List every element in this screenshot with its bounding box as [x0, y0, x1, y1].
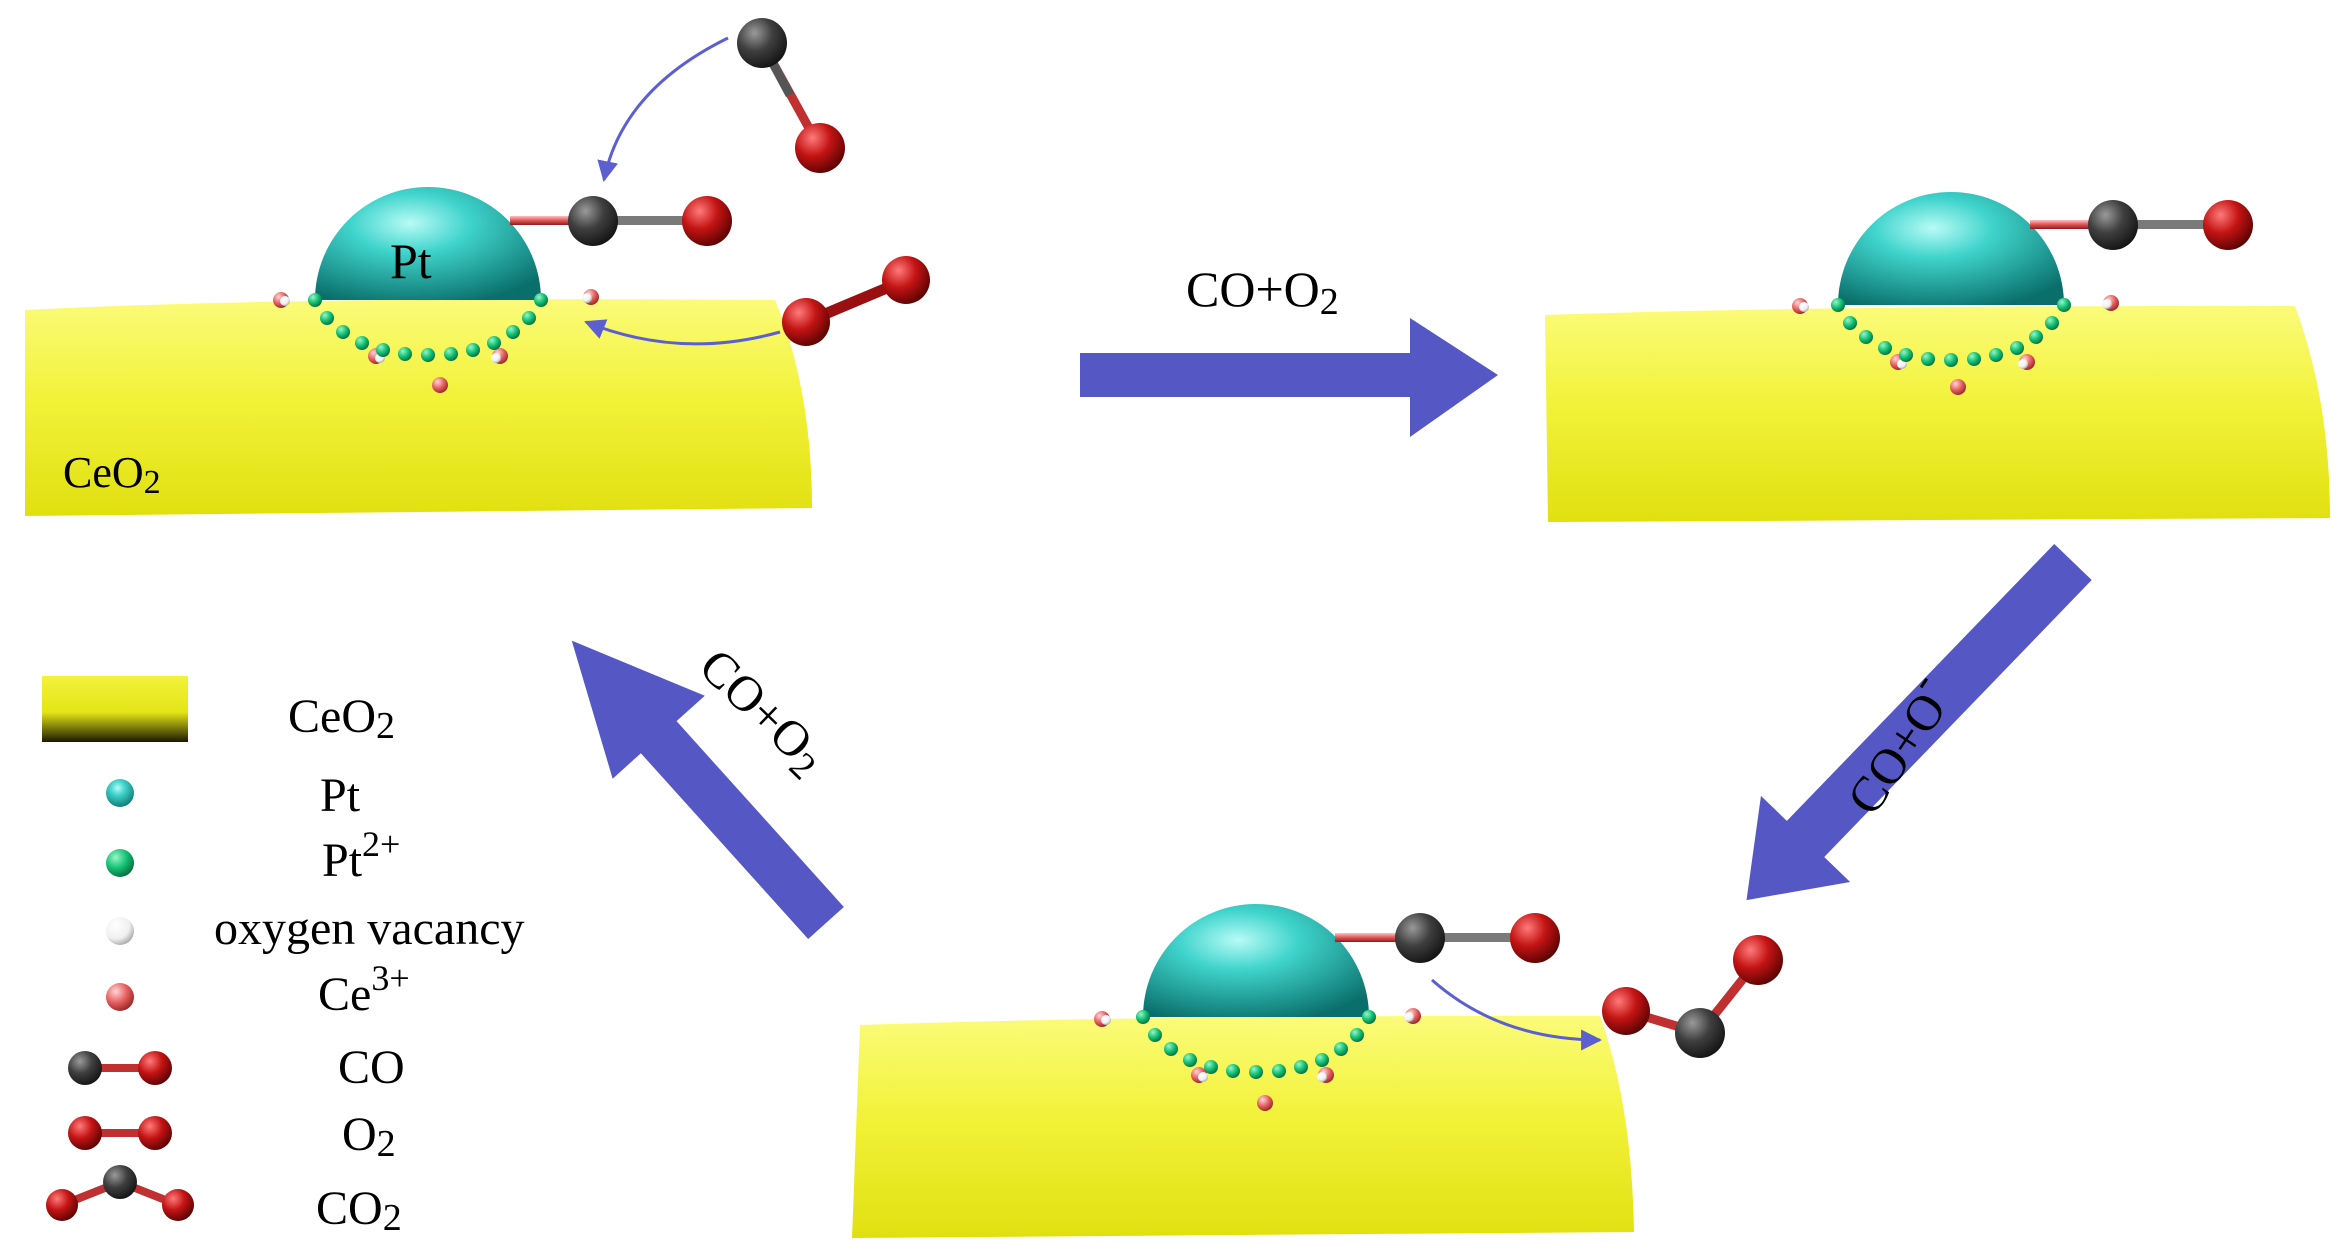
legend-label-ceo2: CeO2: [288, 690, 395, 747]
adsorbed-co: [510, 196, 732, 246]
o2-migration-arrow: [584, 319, 781, 346]
legend-label-co: CO: [338, 1041, 405, 1094]
pt-sphere-icon: [106, 779, 134, 807]
oxygen-vacancy-group: [1799, 299, 2112, 369]
adsorbed-co: [2030, 200, 2253, 250]
pt2-ring: [308, 293, 548, 362]
scene-co2-formation: [852, 904, 1783, 1238]
pt-nanoparticle: [1143, 904, 1369, 1017]
arrow-bottom-left-up: [571, 640, 844, 940]
pt2-ring: [1136, 1010, 1376, 1079]
ce3-sphere-icon: [106, 983, 134, 1011]
co2-molecule-icon: [46, 1165, 194, 1221]
oxygen-vacancy-group: [1101, 1012, 1414, 1082]
ceo2-label: CeO2: [63, 448, 161, 501]
o2-molecule-icon: [68, 1116, 172, 1150]
gas-co-molecule: [737, 18, 845, 173]
legend-label-o2: O2: [342, 1108, 396, 1165]
arrow-right-down: [1746, 543, 2092, 901]
legend-label-oxygen-vacancy: oxygen vacancy: [214, 902, 525, 955]
scene-initial: Pt CeO2: [25, 18, 930, 516]
adsorbed-co: [1335, 913, 1560, 963]
pt-nanoparticle: [315, 187, 541, 300]
legend-label-co2: CO2: [316, 1182, 402, 1239]
ceo2-support: [25, 299, 812, 516]
svg-text:CO+O2: CO+O2: [1186, 261, 1339, 323]
pt-nanoparticle: [1838, 192, 2064, 305]
co2-desorption-arrow: [1431, 978, 1603, 1051]
ceo2-support: [1545, 305, 2330, 522]
oxygen-vacancy-group: [280, 293, 592, 363]
legend: CeO2 Pt Pt2+ oxygen vacancy Ce3+ CO O2 C…: [42, 676, 525, 1239]
desorbing-co2-molecule: [1602, 935, 1783, 1058]
ceo2-bar-icon: [42, 676, 188, 742]
ceo2-support: [852, 1015, 1634, 1238]
legend-label-ce3: Ce3+: [318, 958, 410, 1021]
legend-label-pt: Pt: [320, 769, 361, 822]
oxygen-vacancy-icon: [106, 917, 134, 945]
scene-after-co-adsorption: [1545, 192, 2330, 522]
legend-label-pt2: Pt2+: [322, 824, 400, 887]
co-molecule-icon: [68, 1051, 172, 1085]
arrow-top-label: CO+O2: [1186, 261, 1339, 323]
pt2-ring: [1831, 298, 2071, 367]
co-adsorption-arrow: [597, 36, 729, 183]
pt-label: Pt: [390, 233, 432, 289]
pt2-sphere-icon: [106, 849, 134, 877]
gas-o2-molecule: [782, 256, 930, 346]
arrow-top-right: [1080, 318, 1498, 437]
